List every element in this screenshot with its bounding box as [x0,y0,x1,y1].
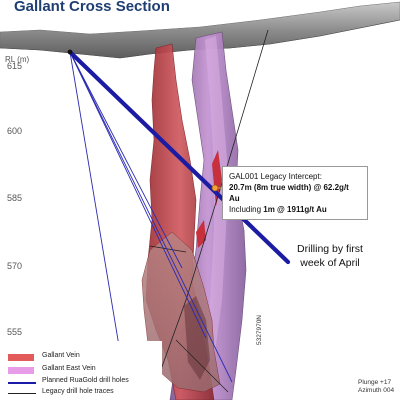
azimuth-label: Azimuth 004 [358,387,395,394]
intercept-marker [211,184,219,192]
rl-tick-label: 585 [7,193,23,203]
gallant-vein-fragment [212,150,222,206]
rl-axis-unit: RL (m) [5,55,30,64]
legacy-drill-trace [149,245,187,253]
legend-label: Gallant Vein [42,352,80,359]
drilling-caption: Drilling by first week of April [297,243,363,269]
planned-drill-hole [69,51,207,339]
plunge-label: Plunge +17 [358,379,392,386]
planned-drill-hole-main [67,49,291,265]
callout-high-grade-value: 1m @ 1911g/t Au [263,205,327,214]
figure-title: Gallant Cross Section [14,0,170,15]
legacy-drill-trace [225,29,269,171]
callout-intercept-value: 20.7m (8m true width) @ 62.2g/t Au [229,183,349,203]
intercept-callout: GAL001 Legacy Intercept: 20.7m (8m true … [222,166,368,220]
planned-drill-hole [69,51,127,389]
rl-tick-label: 570 [7,261,23,271]
legacy-drill-trace [175,339,229,393]
planned-drill-hole [69,51,183,269]
gallant-vein-fragment [196,220,206,248]
legend-line-planned-holes [8,382,36,384]
legend: Gallant Vein Gallant East Vein Planned R… [0,341,162,400]
legend-label: Gallant East Vein [42,365,96,372]
rl-tick-label: 555 [7,327,23,337]
legend-swatch-gallant-east-vein [8,367,34,374]
rl-tick-label: 600 [7,126,23,136]
terrain-ridge [0,19,400,59]
gallant-vein-dark-core [184,296,210,380]
legend-label: Planned RuaGold drill holes [42,377,129,384]
legacy-drill-trace [185,169,227,301]
rl-tick-label: 615 [7,61,23,71]
legend-line-legacy-traces [8,393,36,394]
drill-collar-marker [67,49,73,55]
northing-label: 5327970N [256,315,263,345]
planned-drill-hole [69,51,233,383]
legend-label: Legacy drill hole traces [42,388,114,395]
callout-heading: GAL001 Legacy Intercept: [229,172,322,181]
callout-including-label: Including [229,205,264,214]
orientation-label: Plunge +17 Azimuth 004 [358,379,394,395]
legend-swatch-gallant-vein [8,354,34,361]
